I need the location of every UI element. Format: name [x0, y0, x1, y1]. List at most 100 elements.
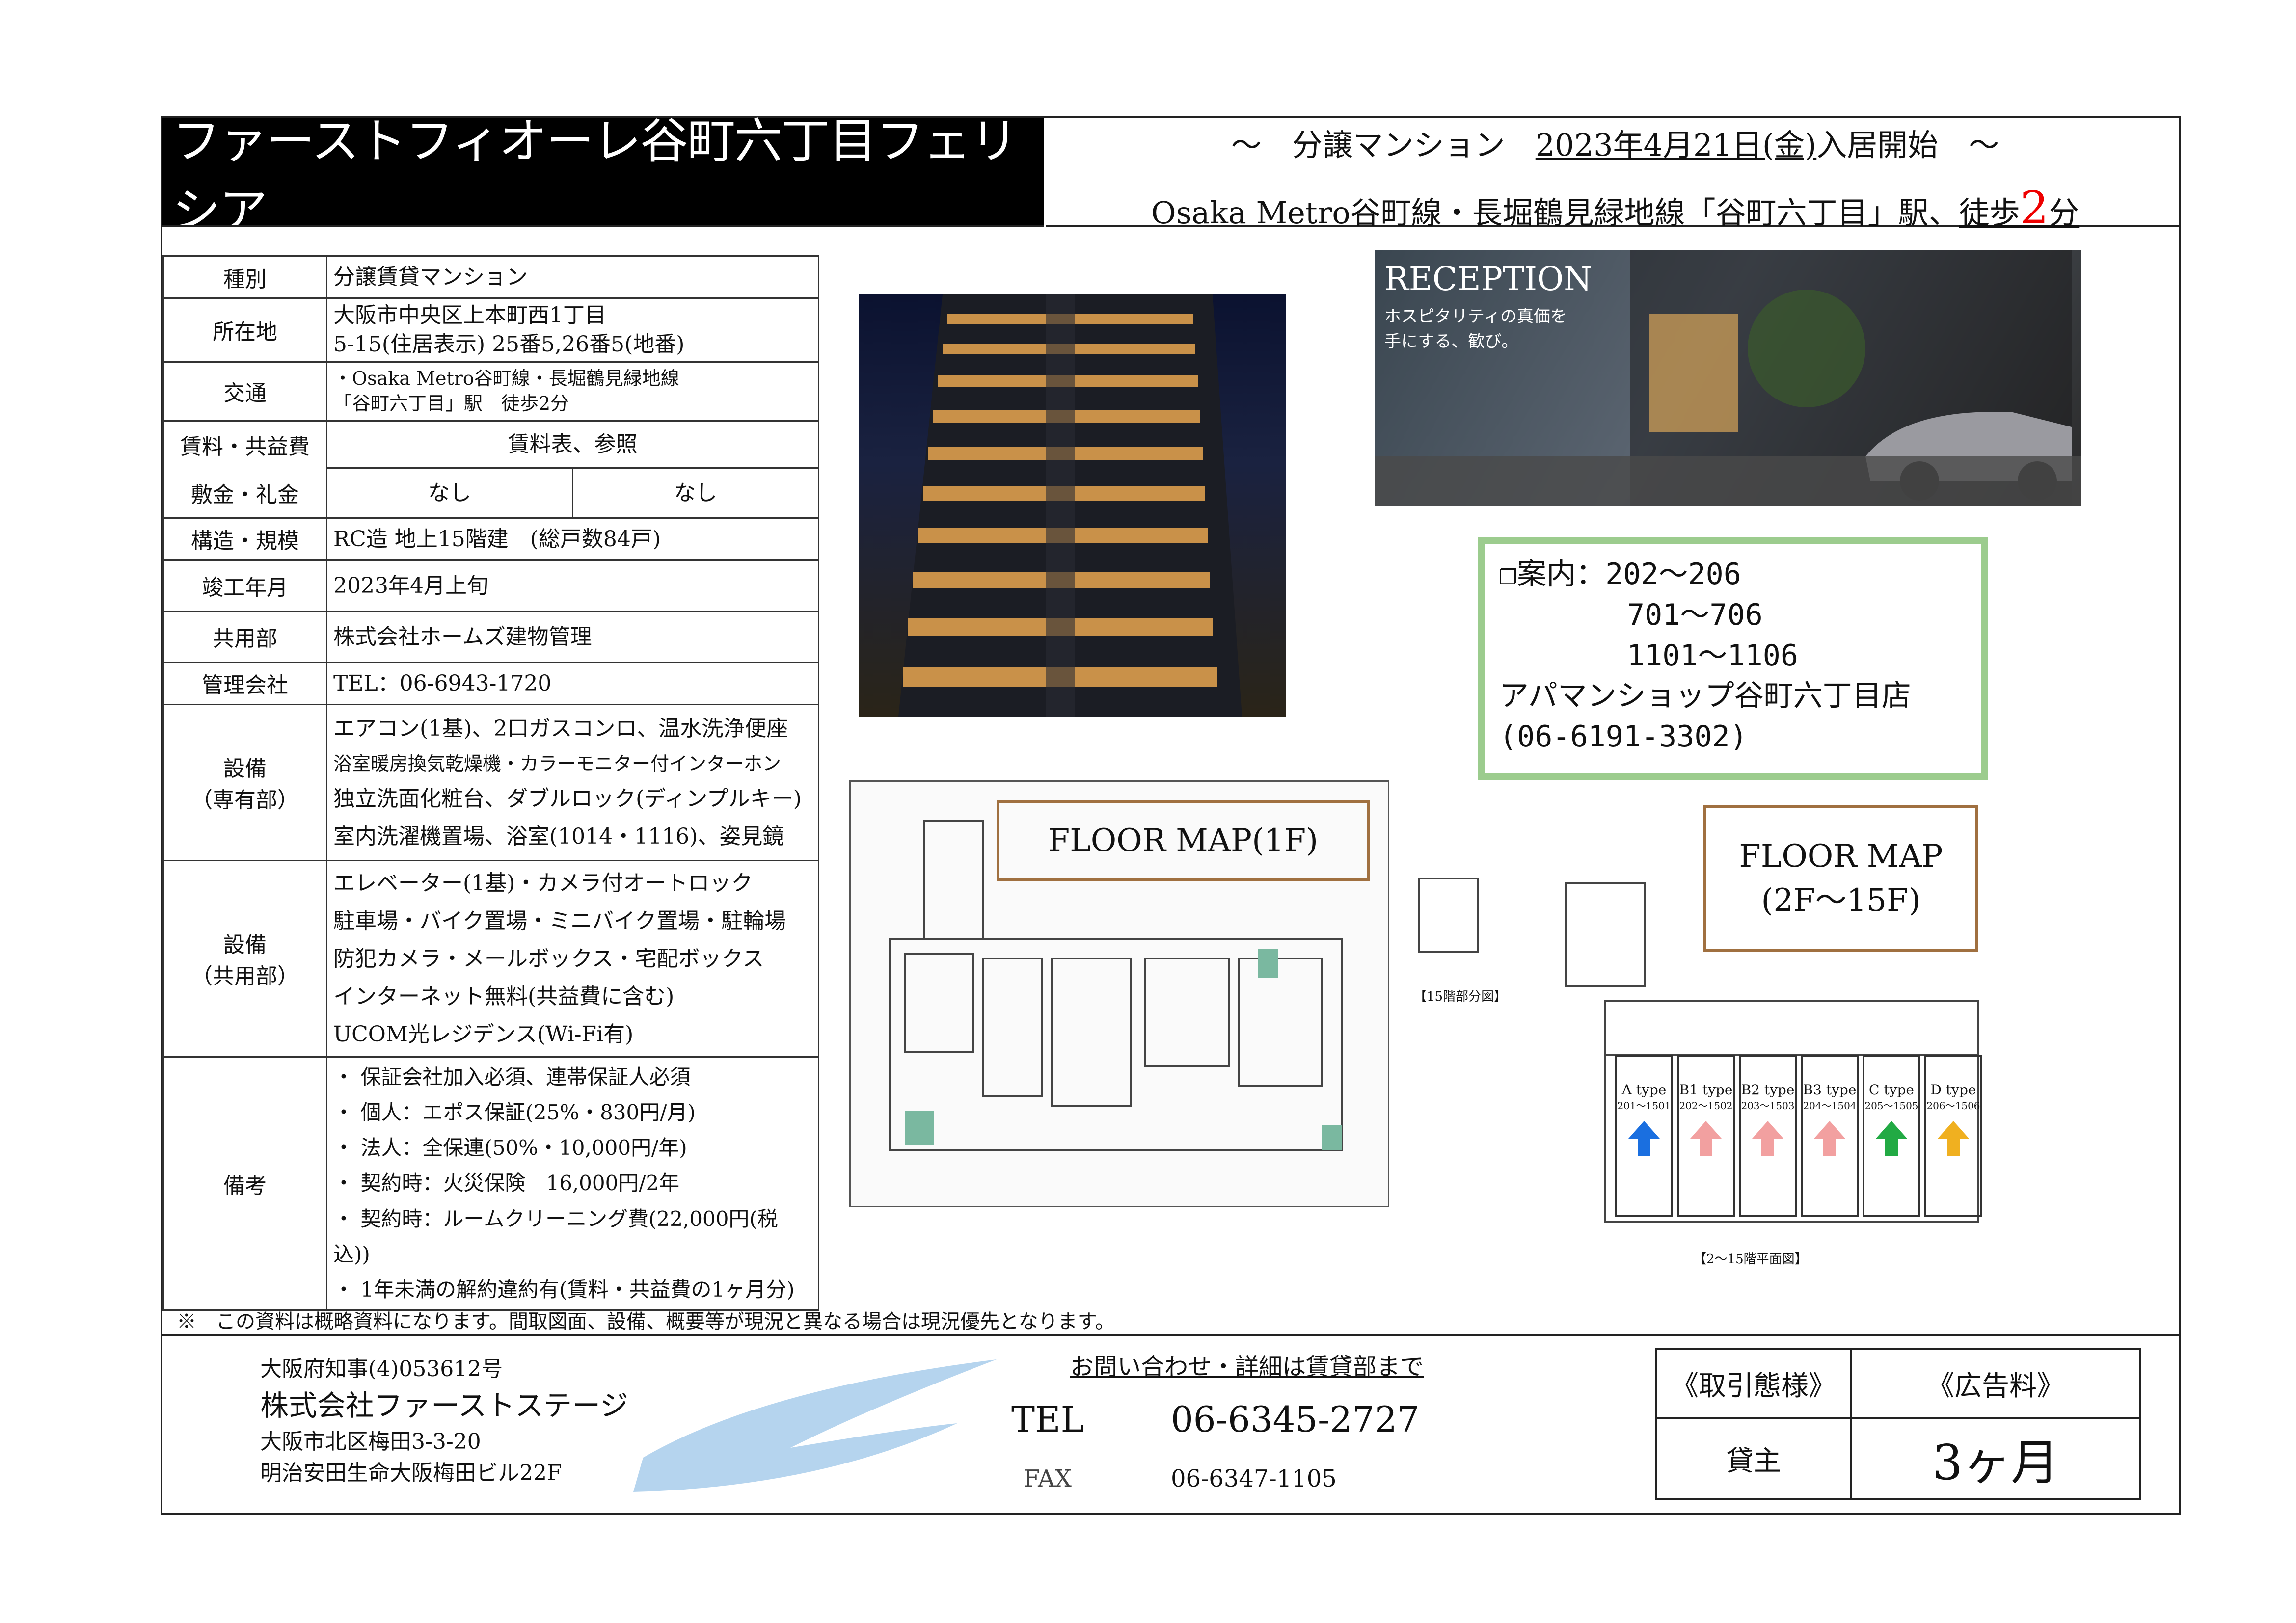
unit-room-range: 201〜1501 — [1617, 1100, 1671, 1112]
spec-label: 種別 — [162, 255, 327, 299]
walk-minutes: 2 — [2020, 182, 2049, 234]
deal-label: 《取引態様》 — [1655, 1348, 1852, 1419]
building-illustration — [898, 294, 1242, 717]
spec-label: 竣工年月 — [162, 559, 327, 612]
reception-illustration — [1375, 250, 2081, 506]
move-in-headline: 〜 分譲マンション 2023年4月21日(金)入居開始 〜 — [1055, 120, 2175, 164]
fee-label: 《広告料》 — [1850, 1348, 2141, 1419]
access-line: Osaka Metro谷町線・長堀鶴見緑地線「谷町六丁目」駅、 — [1151, 195, 1959, 231]
deal-value: 貸主 — [1655, 1417, 1852, 1500]
list-item: エレベーター(1基)・カメラ付オートロック — [333, 870, 753, 896]
unit-type-cell: B1 type 202〜1502 — [1677, 1055, 1735, 1217]
fax-number: 06-6347-1105 — [1171, 1465, 1337, 1492]
list-item: ・ 契約時：火災保険 16,000円/2年 — [333, 1171, 680, 1196]
address-line: 5-15(住居表示) 25番5,26番5(地番) — [333, 332, 685, 357]
spec-label-line: 設備 — [223, 932, 267, 958]
spec-label: 共用部 — [162, 610, 327, 663]
unit-arrow-stem — [1638, 1139, 1650, 1156]
fax-label: FAX — [1024, 1465, 1072, 1492]
unit-type-cell: D type 206〜1506 — [1924, 1055, 1982, 1217]
plan-caption: 【2〜15階平面図】 — [1694, 1252, 1808, 1267]
property-title: ファーストフィオーレ谷町六丁目フェリシア — [162, 113, 1044, 239]
floor-plan-1f — [849, 780, 1389, 1207]
spec-value: なし — [326, 467, 573, 519]
viewing-guide-box: ❐案内：202〜206 701〜706 1101〜1106 アパマンショップ谷町… — [1478, 537, 1988, 780]
unit-room-range: 206〜1506 — [1926, 1100, 1980, 1112]
unit-room-range: 205〜1505 — [1864, 1100, 1918, 1112]
unit-type-label: B3 type — [1803, 1082, 1857, 1098]
spec-label-line: 設備 — [223, 756, 267, 782]
unit-type-cell: A type 201〜1501 — [1615, 1055, 1673, 1217]
list-item: ・ 個人：エポス保証(25%・830円/月) — [333, 1100, 696, 1125]
spec-label-line: （専有部） — [191, 788, 299, 813]
contact-heading: お問い合わせ・詳細は賃貸部まで — [1070, 1353, 1424, 1381]
reception-copy-line: ホスピタリティの真価を — [1384, 307, 1567, 326]
floor-map-typical-label: FLOOR MAP (2F〜15F) — [1703, 805, 1978, 952]
guide-phone: (06-6191-3302) — [1499, 719, 1748, 754]
company-address: 大阪市北区梅田3-3-20 — [260, 1429, 481, 1454]
guide-shop: アパマンショップ谷町六丁目店 — [1499, 679, 1911, 714]
spec-label-line: （共用部） — [191, 964, 299, 989]
spec-value: エレベーター(1基)・カメラ付オートロック 駐車場・バイク置場・ミニバイク置場・… — [326, 859, 819, 1058]
access-headline: Osaka Metro谷町線・長堀鶴見緑地線「谷町六丁目」駅、徒歩2分 — [1055, 182, 2175, 234]
list-item: 防犯カメラ・メールボックス・宅配ボックス — [333, 946, 764, 971]
unit-arrow-icon — [1628, 1121, 1660, 1139]
unit-type-label: A type — [1621, 1082, 1667, 1098]
floor-map-title: FLOOR MAP — [1739, 838, 1943, 875]
walk-time: 徒歩2分 — [1959, 182, 2080, 234]
access-line: ・Osaka Metro谷町線・長堀鶴見緑地線 — [333, 367, 679, 389]
page-frame — [161, 116, 2181, 1515]
company-info: 大阪府知事(4)053612号 株式会社ファーストステージ 大阪市北区梅田3-3… — [260, 1354, 628, 1489]
access-line: 「谷町六丁目」駅 徒歩2分 — [333, 393, 569, 415]
walk-unit: 分 — [2049, 195, 2080, 231]
spec-value: 分譲賃貸マンション — [326, 255, 819, 299]
spec-label: 交通 — [162, 361, 327, 422]
spec-label: 設備 （共用部） — [162, 859, 327, 1058]
company-building: 明治安田生命大阪梅田ビル22F — [260, 1460, 562, 1486]
unit-type-label: B1 type — [1679, 1082, 1733, 1098]
list-item: ・ 契約時：ルームクリーニング費(22,000円(税込)) — [333, 1206, 778, 1266]
disclaimer-note: ※ この資料は概略資料になります。間取図面、設備、概要等が現況と異なる場合は現況… — [177, 1310, 1115, 1333]
unit-arrow-icon — [1938, 1121, 1969, 1139]
company-name: 株式会社ファーストステージ — [260, 1388, 628, 1422]
unit-arrow-stem — [1700, 1139, 1712, 1156]
spec-value: ・Osaka Metro谷町線・長堀鶴見緑地線「谷町六丁目」駅 徒歩2分 — [326, 361, 819, 422]
divider — [161, 225, 1044, 227]
spec-value: 株式会社ホームズ建物管理 — [326, 610, 819, 663]
spec-value: 賃料表、参照 — [326, 420, 819, 469]
list-item: 駐車場・バイク置場・ミニバイク置場・駐輪場 — [333, 908, 786, 933]
spec-value: RC造 地上15階建 (総戸数84戸) — [326, 517, 819, 561]
spec-label: 構造・規模 — [162, 517, 327, 561]
floor-map-1f-label: FLOOR MAP(1F) — [997, 800, 1370, 881]
guide-rooms: 1101〜1106 — [1627, 638, 1798, 673]
tel-label: TEL — [1011, 1399, 1084, 1440]
unit-type-label: D type — [1930, 1082, 1976, 1098]
unit-arrow-stem — [1885, 1139, 1898, 1156]
unit-arrow-stem — [1823, 1139, 1836, 1156]
unit-type-label: B2 type — [1741, 1082, 1795, 1098]
reception-copy-line: 手にする、歓び。 — [1384, 332, 1518, 351]
unit-type-label: C type — [1869, 1082, 1914, 1098]
unit-arrow-stem — [1761, 1139, 1774, 1156]
floor-plan-1f-drawing — [889, 820, 1343, 1151]
unit-room-range: 202〜1502 — [1679, 1100, 1733, 1112]
list-item: インターネット無料(共益費に含む) — [333, 984, 675, 1009]
move-in-date: 2023年4月21日(金) — [1535, 127, 1817, 163]
list-item: ・ 1年未満の解約違約有(賃料・共益費の1ヶ月分) — [333, 1277, 795, 1302]
list-item: エアコン(1基)、2口ガスコンロ、温水洗浄便座 — [333, 716, 788, 741]
spec-label: 管理会社 — [162, 661, 327, 705]
tel-number[interactable]: 06-6345-2727 — [1171, 1399, 1420, 1440]
spec-label: 敷金・礼金 — [162, 468, 327, 519]
spec-value: TEL：06-6943-1720 — [326, 661, 819, 705]
spec-label: 賃料・共益費 — [162, 420, 327, 468]
spec-label: 設備 （専有部） — [162, 703, 327, 861]
spec-value: エアコン(1基)、2口ガスコンロ、温水洗浄便座 浴室暖房換気乾燥機・カラーモニタ… — [326, 703, 819, 861]
unit-arrow-stem — [1947, 1139, 1960, 1156]
list-item: 室内洗濯機置場、浴室(1014・1116)、姿見鏡 — [333, 824, 784, 850]
walk-label: 徒歩 — [1959, 195, 2020, 231]
